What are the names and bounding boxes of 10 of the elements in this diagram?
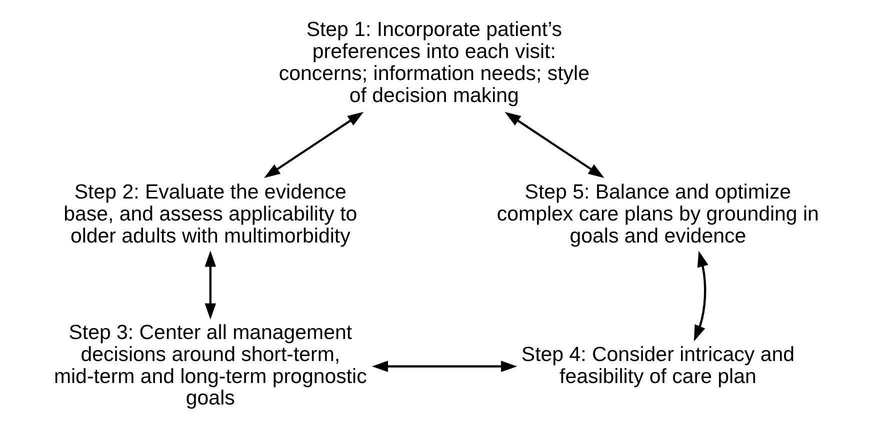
arrow — [204, 250, 216, 320]
arrow — [693, 250, 708, 342]
node-text: Step 1: Incorporate patient’s preferences into each visit: concerns; information needs; style of decision making — [278, 18, 589, 107]
arrow — [504, 112, 604, 178]
node-text: Step 5: Balance and optimize complex care plans by grounding in goals and evidence — [496, 180, 818, 248]
arrow — [264, 112, 364, 178]
node-text: Step 3: Center all management decisions around short-term, mid-term and long-term prognostic goals — [53, 320, 366, 410]
arrow — [371, 360, 517, 372]
node-text: Step 2: Evaluate the evidence base, and assess applicability to older adults with multimorbidity — [63, 180, 357, 248]
node-text: Step 4: Consider intricacy and feasibility of care plan — [520, 342, 794, 388]
